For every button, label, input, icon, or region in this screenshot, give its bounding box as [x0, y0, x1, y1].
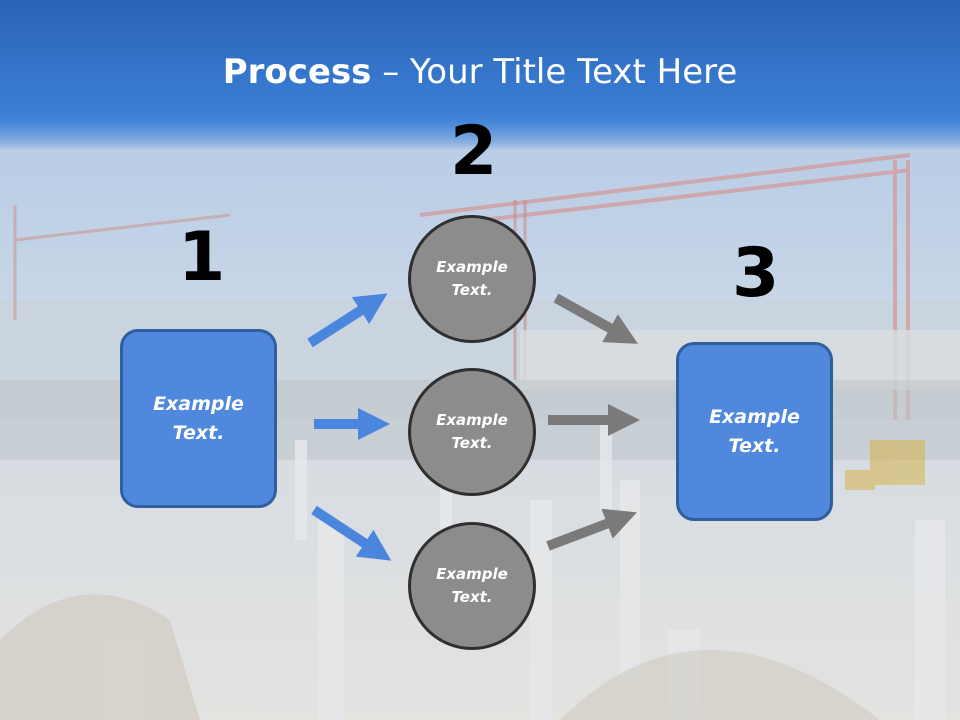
- circle-1-line2: Text.: [451, 281, 493, 299]
- title-rest: – Your Title Text Here: [371, 52, 738, 92]
- circle-1-line1: Example: [436, 258, 508, 276]
- circle-3-line2: Text.: [451, 588, 493, 606]
- step-box-1[interactable]: Example Text.: [120, 329, 277, 508]
- circle-3[interactable]: Example Text.: [408, 522, 536, 650]
- slide-title: Process – Your Title Text Here: [0, 52, 960, 92]
- circle-1[interactable]: Example Text.: [408, 215, 536, 343]
- arrow-blue-up: [307, 293, 388, 348]
- step-number-3: 3: [732, 234, 780, 313]
- arrow-gray-up: [546, 508, 637, 551]
- circle-2[interactable]: Example Text.: [408, 368, 536, 496]
- step-box-1-line2: Text.: [172, 421, 225, 444]
- step-box-1-text: Example Text.: [153, 390, 244, 448]
- circle-2-line1: Example: [436, 411, 508, 429]
- title-bold: Process: [222, 52, 372, 92]
- step-box-3-line2: Text.: [728, 434, 781, 457]
- arrow-blue-down: [311, 505, 392, 561]
- step-box-3-text: Example Text.: [709, 403, 800, 461]
- step-number-2: 2: [450, 112, 498, 191]
- arrow-gray-down: [553, 293, 638, 344]
- step-box-3[interactable]: Example Text.: [676, 342, 833, 521]
- circle-3-text: Example Text.: [436, 563, 508, 609]
- circle-2-text: Example Text.: [436, 409, 508, 455]
- circle-3-line1: Example: [436, 565, 508, 583]
- circle-1-text: Example Text.: [436, 256, 508, 302]
- header-band: [0, 0, 960, 150]
- step-number-1: 1: [178, 218, 226, 297]
- step-box-1-line1: Example: [153, 392, 244, 415]
- circle-2-line2: Text.: [451, 434, 493, 452]
- step-box-3-line1: Example: [709, 405, 800, 428]
